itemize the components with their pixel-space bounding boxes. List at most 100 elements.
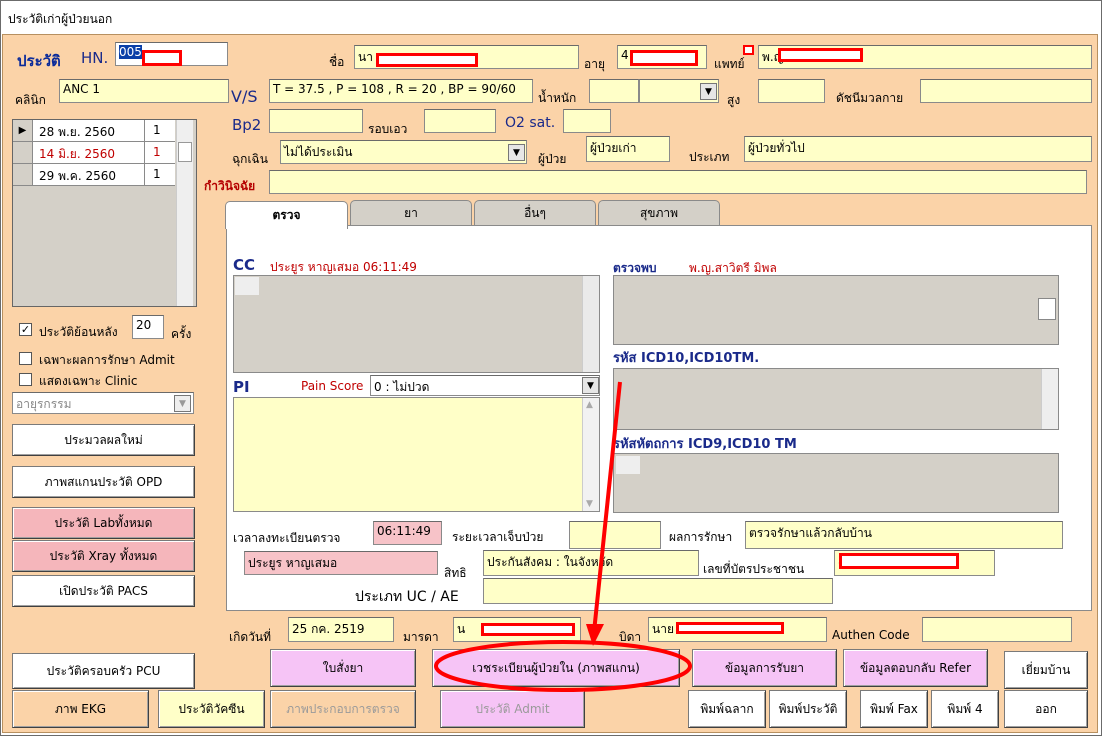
scroll-down-icon[interactable]: ▼ bbox=[586, 499, 593, 509]
pacs-button[interactable]: เปิดประวัติ PACS bbox=[12, 575, 195, 607]
visit-count: 1 bbox=[153, 145, 161, 159]
age-redaction bbox=[630, 50, 698, 66]
department-select[interactable]: อายุรกรรม bbox=[12, 392, 194, 414]
history-back-checkbox[interactable]: ✓ bbox=[19, 323, 32, 336]
refer-info-button[interactable]: ข้อมูลตอบกลับ Refer bbox=[843, 649, 988, 687]
history-back-count-field[interactable]: 20 bbox=[132, 315, 164, 339]
illness-duration-field[interactable] bbox=[569, 521, 661, 549]
procedure-textarea[interactable] bbox=[613, 453, 1059, 513]
vs-field[interactable]: T = 37.5 , P = 108 , R = 20 , BP = 90/60 bbox=[269, 79, 533, 103]
admit-history-button[interactable]: ประวัติ Admit bbox=[440, 690, 585, 728]
findings-textarea[interactable] bbox=[613, 275, 1059, 345]
findings-scroll-thumb[interactable] bbox=[1038, 298, 1056, 320]
print4-button[interactable]: พิมพ์ 4 bbox=[931, 690, 999, 728]
authen-field[interactable] bbox=[922, 617, 1072, 642]
ekg-button[interactable]: ภาพ EKG bbox=[12, 690, 149, 728]
type-field[interactable]: ผู้ป่วยทั่วไป bbox=[744, 136, 1092, 162]
visit-list[interactable]: ▶ 28 พ.ย. 2560 1 14 มิ.ย. 2560 1 29 พ.ค.… bbox=[12, 119, 197, 307]
inpatient-scan-button[interactable]: เวชระเบียนผู้ป่วยใน (ภาพสแกน) bbox=[432, 649, 680, 687]
result-field[interactable]: ตรวจรักษาแล้วกลับบ้าน bbox=[745, 521, 1063, 549]
findings-label: ตรวจพบ bbox=[613, 261, 657, 275]
birth-label: เกิดวันที่ bbox=[229, 630, 272, 644]
height-field[interactable] bbox=[758, 79, 825, 103]
emergency-select[interactable]: ไม่ได้ประเมิน bbox=[280, 140, 527, 164]
clinic-only-checkbox[interactable] bbox=[19, 373, 32, 386]
dropdown-arrow-icon[interactable]: ▼ bbox=[508, 144, 525, 161]
o2-label: O2 sat. bbox=[505, 115, 556, 131]
procedure-label: รหัสหัตถการ ICD9,ICD10 TM bbox=[613, 437, 797, 452]
uc-label: ประเภท UC / AE bbox=[355, 589, 459, 605]
doctor-label: แพทย์ bbox=[714, 57, 745, 71]
birth-field[interactable]: 25 กค. 2519 bbox=[288, 617, 394, 642]
xray-all-button[interactable]: ประวัติ Xray ทั้งหมด bbox=[12, 540, 195, 572]
waist-field[interactable] bbox=[424, 109, 496, 133]
tab-drugs[interactable]: ยา bbox=[350, 200, 472, 226]
patient-field[interactable]: ผู้ป่วยเก่า bbox=[586, 136, 670, 162]
current-row-arrow-icon: ▶ bbox=[13, 120, 33, 141]
mother-value: น bbox=[457, 622, 466, 636]
dropdown-arrow-icon[interactable]: ▼ bbox=[174, 395, 191, 412]
mother-redaction bbox=[481, 623, 575, 636]
tab-other[interactable]: อื่นๆ bbox=[474, 200, 596, 226]
prescription-button[interactable]: ใบสั่งยา bbox=[270, 649, 416, 687]
uc-field[interactable] bbox=[483, 578, 833, 604]
cc-label: CC bbox=[233, 256, 256, 274]
dropdown-arrow-icon[interactable]: ▼ bbox=[582, 377, 599, 394]
print-label-button[interactable]: พิมพ์ฉลาก bbox=[688, 690, 766, 728]
reg-time-label: เวลาลงทะเบียนตรวจ bbox=[233, 531, 341, 545]
visit-count: 1 bbox=[153, 167, 161, 181]
rights-field[interactable]: ประกันสังคม : ในจังหวัด bbox=[483, 550, 699, 576]
patient-value: ผู้ป่วยเก่า bbox=[590, 141, 637, 155]
bp2-field[interactable] bbox=[269, 109, 363, 133]
exam-images-button[interactable]: ภาพประกอบการตรวจ bbox=[270, 690, 416, 728]
family-pcu-button[interactable]: ประวัติครอบครัว PCU bbox=[12, 653, 195, 689]
reg-time-field[interactable]: 06:11:49 bbox=[373, 521, 442, 545]
staff-field[interactable]: ประยูร หาญเสมอ bbox=[244, 551, 438, 575]
bmi-field[interactable] bbox=[920, 79, 1092, 103]
department-value: อายุรกรรม bbox=[16, 397, 72, 411]
pi-label: PI bbox=[233, 378, 250, 396]
row-indicator bbox=[13, 164, 33, 185]
window-title: ประวัติเก่าผู้ป่วยนอก bbox=[8, 12, 113, 26]
print-history-button[interactable]: พิมพ์ประวัติ bbox=[769, 690, 847, 728]
exam-tab-panel: CC ประยูร หาญเสมอ 06:11:49 ตรวจพบ พ.ญ.สา… bbox=[226, 225, 1092, 611]
tab-health[interactable]: สุขภาพ bbox=[598, 200, 720, 226]
age-label: อายุ bbox=[584, 57, 605, 71]
scroll-thumb[interactable] bbox=[178, 142, 192, 162]
icd10-scrollbar[interactable] bbox=[1041, 369, 1058, 429]
pain-score-select[interactable]: 0 : ไม่ปวด bbox=[370, 375, 600, 396]
lab-all-button[interactable]: ประวัติ Labทั้งหมด bbox=[12, 507, 195, 539]
o2-field[interactable] bbox=[563, 109, 611, 133]
cc-scrollbar[interactable] bbox=[582, 276, 599, 372]
exit-button[interactable]: ออก bbox=[1004, 690, 1088, 728]
name-value: นา bbox=[358, 50, 373, 64]
icd10-textarea[interactable] bbox=[613, 368, 1059, 430]
home-visit-button[interactable]: เยี่ยมบ้าน bbox=[1004, 651, 1088, 689]
dropdown-arrow-icon[interactable]: ▼ bbox=[700, 83, 717, 100]
new-eval-button[interactable]: ประมวลผลใหม่ bbox=[12, 424, 195, 456]
tab-exam[interactable]: ตรวจ bbox=[225, 201, 348, 229]
pi-scrollbar[interactable]: ▲ ▼ bbox=[582, 398, 599, 511]
clinic-field[interactable]: ANC 1 bbox=[59, 79, 229, 103]
id-redaction bbox=[839, 553, 959, 569]
vaccine-button[interactable]: ประวัติวัคซีน bbox=[158, 690, 265, 728]
opd-scan-button[interactable]: ภาพสแกนประวัติ OPD bbox=[12, 466, 195, 498]
cc-corner bbox=[235, 277, 259, 295]
weight-field[interactable] bbox=[589, 79, 639, 103]
age-value: 4 bbox=[621, 48, 629, 62]
scroll-up-icon[interactable]: ▲ bbox=[586, 400, 593, 410]
pi-textarea[interactable]: ▲ ▼ bbox=[233, 397, 600, 512]
cc-textarea[interactable] bbox=[233, 275, 600, 373]
visit-row[interactable]: 29 พ.ค. 2560 1 bbox=[13, 164, 175, 186]
illness-duration-label: ระยะเวลาเจ็บป่วย bbox=[452, 530, 544, 544]
print-fax-button[interactable]: พิมพ์ Fax bbox=[860, 690, 928, 728]
drug-info-button[interactable]: ข้อมูลการรับยา bbox=[692, 649, 837, 687]
visit-list-scrollbar[interactable] bbox=[176, 120, 193, 306]
title-bar: ประวัติเก่าผู้ป่วยนอก bbox=[2, 2, 1100, 32]
visit-row[interactable]: ▶ 28 พ.ย. 2560 1 bbox=[13, 120, 175, 142]
admit-only-checkbox[interactable] bbox=[19, 352, 32, 365]
diagnosis-field[interactable] bbox=[269, 170, 1087, 194]
visit-row[interactable]: 14 มิ.ย. 2560 1 bbox=[13, 142, 175, 164]
history-label: ประวัติ bbox=[17, 52, 61, 70]
visit-date: 29 พ.ค. 2560 bbox=[39, 169, 117, 183]
